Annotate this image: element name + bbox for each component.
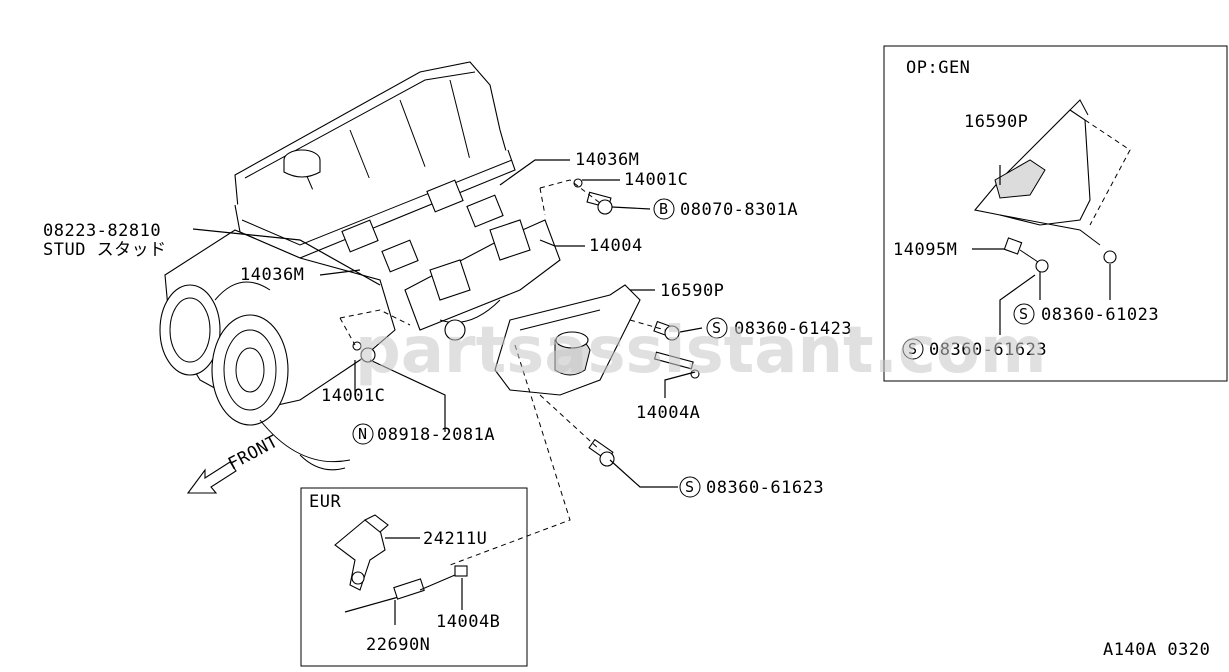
label-bolt-s1: 08360-61423 — [734, 319, 852, 339]
svg-text:S: S — [712, 319, 721, 337]
op-bolt1-label: 08360-61023 — [1041, 305, 1159, 325]
eur-bracket-label: 24211U — [423, 529, 487, 549]
label-stud-part: 08223-82810 — [43, 221, 161, 241]
label-bolt-b: 08070-8301A — [680, 200, 798, 220]
badge-s2: S — [679, 476, 701, 498]
heat-shield — [494, 284, 641, 396]
label-nut-left: 14001C — [321, 386, 385, 406]
label-nut-n: 08918-2081A — [377, 425, 495, 445]
svg-text:N: N — [358, 425, 367, 443]
op-spacer-label: 14095M — [893, 240, 957, 260]
badge-b: B — [653, 198, 675, 220]
label-bolt-s2: 08360-61623 — [706, 478, 824, 498]
svg-text:S: S — [1019, 305, 1028, 323]
label-cover: 16590P — [660, 281, 724, 301]
label-stud-a: 14004A — [636, 403, 700, 423]
op-gen-title: OP:GEN — [906, 58, 970, 78]
svg-text:S: S — [908, 340, 917, 358]
op-cover-label: 16590P — [964, 112, 1028, 132]
front-arrow: FRONT — [186, 432, 282, 494]
reference-lines — [339, 179, 666, 566]
label-stud-text: STUD スタッド — [43, 240, 167, 260]
badge-s3: S — [1013, 303, 1035, 325]
eur-stud-label: 14004B — [436, 612, 500, 632]
svg-text:B: B — [659, 200, 668, 218]
label-nut-top: 14001C — [624, 170, 688, 190]
eur-title: EUR — [309, 492, 341, 512]
badge-s4: S — [902, 338, 924, 360]
label-manifold: 14004 — [589, 236, 643, 256]
svg-text:S: S — [685, 478, 694, 496]
op-bolt2-label: 08360-61623 — [929, 340, 1047, 360]
badge-n: N — [352, 423, 374, 445]
label-gasket-left: 14036M — [240, 265, 304, 285]
watermark: partsassistant.com — [355, 314, 1047, 388]
page-code: A140A 0320 — [1103, 640, 1210, 660]
main-labels: 08223-82810 STUD スタッド 14036M 14036M 1400… — [43, 150, 852, 498]
exhaust-manifold — [404, 219, 561, 341]
label-gasket-top: 14036M — [575, 150, 639, 170]
engine-illustration — [159, 61, 516, 471]
badge-s1: S — [706, 317, 728, 339]
label-front: FRONT — [225, 432, 282, 475]
eur-sensor-label: 22690N — [366, 635, 430, 655]
eur-box: EUR 24211U 22690N 14004B — [300, 487, 528, 667]
op-gen-box: OP:GEN 16590P 14095M S 08360-61023 S 083… — [883, 45, 1228, 382]
leader-lines — [192, 159, 703, 488]
